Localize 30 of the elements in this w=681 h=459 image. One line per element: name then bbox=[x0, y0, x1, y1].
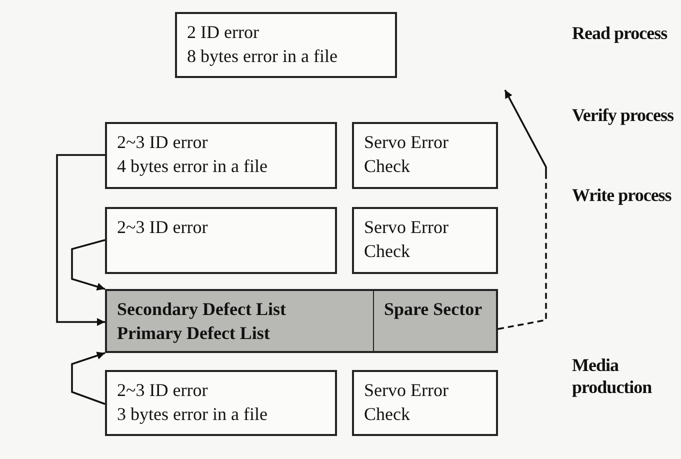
box-text: 4 bytes error in a file bbox=[117, 155, 268, 178]
arrow bbox=[56, 154, 105, 326]
box-text: 2~3 ID error bbox=[117, 131, 209, 154]
box-text: 2 ID error bbox=[187, 21, 260, 44]
shaded-box bbox=[105, 289, 375, 353]
box-text: 2~3 ID error bbox=[117, 379, 209, 402]
box-text: Primary Defect List bbox=[117, 322, 271, 345]
box-text: 2~3 ID error bbox=[117, 216, 209, 239]
box-text: 8 bytes error in a file bbox=[187, 45, 338, 68]
text-box bbox=[105, 122, 337, 189]
text-box bbox=[105, 207, 337, 274]
box-text: Spare Sector bbox=[384, 298, 484, 321]
process-label: Verify process bbox=[572, 104, 674, 126]
text-box bbox=[352, 122, 498, 189]
box-text: Secondary Defect List bbox=[117, 298, 287, 321]
box-text: Servo Error Check bbox=[364, 379, 450, 426]
arrow bbox=[71, 239, 106, 290]
text-box bbox=[175, 12, 397, 78]
shaded-box bbox=[373, 289, 498, 353]
text-box bbox=[352, 207, 498, 274]
text-box bbox=[352, 370, 498, 436]
arrow bbox=[71, 352, 106, 405]
arrow bbox=[498, 90, 547, 330]
process-label: Read process bbox=[572, 22, 668, 44]
process-label: Write process bbox=[572, 184, 672, 206]
process-label: Media production bbox=[572, 354, 653, 398]
box-text: Servo Error Check bbox=[364, 131, 450, 178]
box-text: 3 bytes error in a file bbox=[117, 403, 268, 426]
text-box bbox=[105, 370, 337, 436]
box-text: Servo Error Check bbox=[364, 216, 450, 263]
